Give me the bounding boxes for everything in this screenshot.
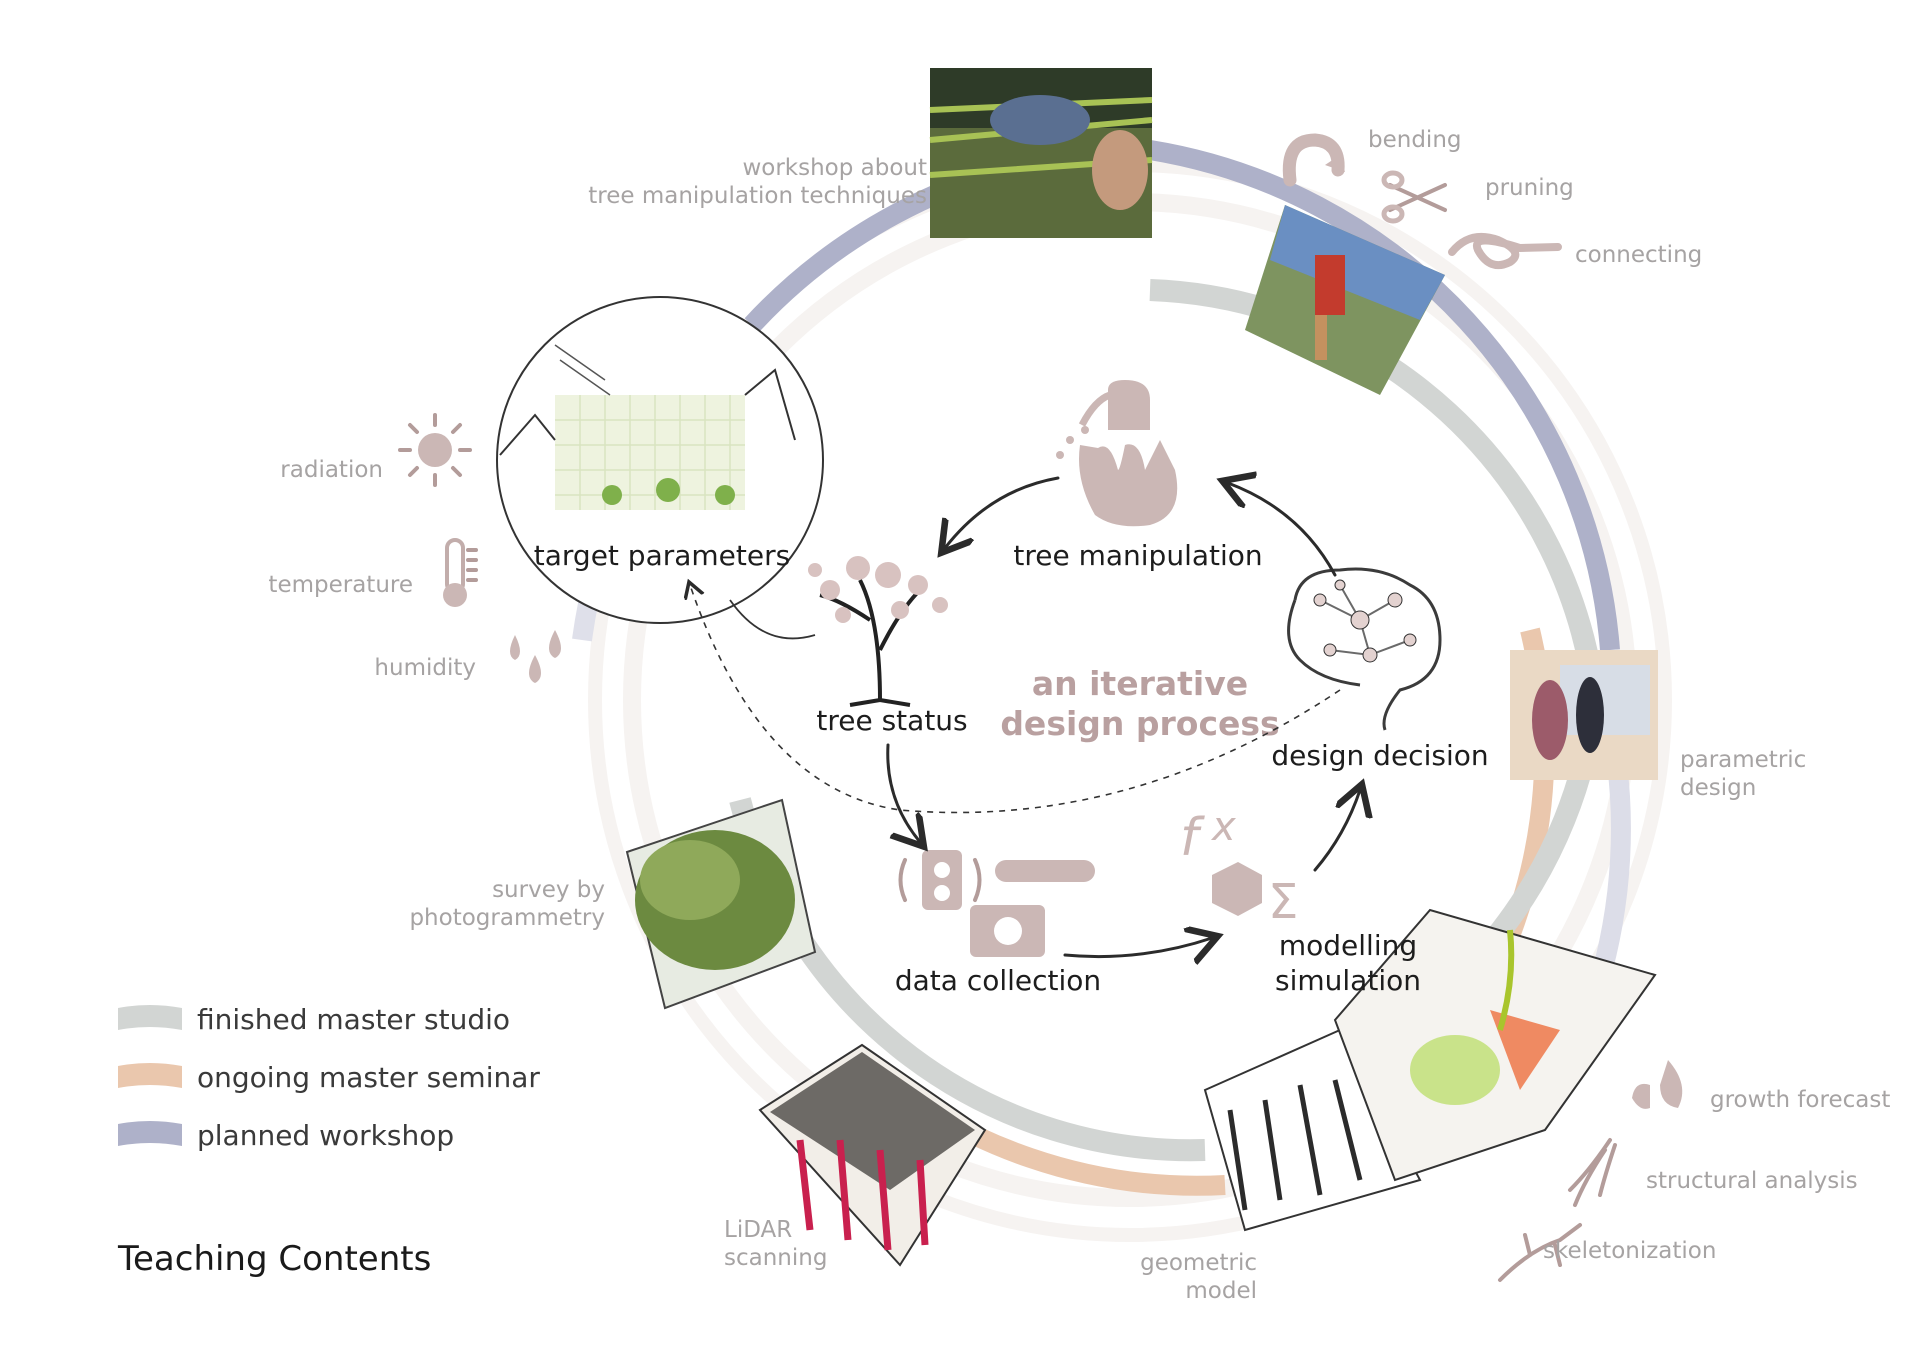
design-decision-label: design decision — [1271, 739, 1488, 772]
workshop-label-line2: tree manipulation techniques — [588, 183, 927, 209]
hands-watering-icon — [1056, 380, 1178, 527]
knot-icon — [1448, 233, 1562, 269]
fx-glyph: f — [1180, 808, 1205, 868]
legend-item-finished: finished master studio — [118, 1003, 510, 1036]
photo-lidar — [758, 1043, 987, 1267]
parametric-label-line1: parametric — [1680, 747, 1806, 773]
geometric-label-line1: geometric — [1140, 1250, 1257, 1276]
photo-workshop — [929, 68, 1153, 238]
function-cube-icon: f x Σ — [1180, 804, 1298, 930]
legend-swatch-planned — [118, 1121, 182, 1146]
arrow-collection-to-modelling — [1063, 938, 1212, 957]
legend-label-ongoing: ongoing master seminar — [197, 1061, 540, 1094]
drops-icon — [510, 630, 561, 683]
workshop-label-line1: workshop about — [742, 155, 927, 181]
branch-icon — [1498, 1223, 1582, 1282]
flame-icon — [1632, 1060, 1683, 1109]
tree-manipulation-label: tree manipulation — [1013, 539, 1262, 572]
bending-label: bending — [1368, 127, 1462, 153]
bend-arrow-icon — [1282, 133, 1345, 187]
sensors-camera-icon — [898, 850, 1095, 957]
brain-network-icon — [1287, 567, 1442, 731]
process-arrows — [690, 478, 1360, 957]
legend-swatch-ongoing — [118, 1063, 182, 1088]
target-parameters-node: target parameters — [496, 296, 824, 640]
root-icon — [1568, 1138, 1617, 1207]
legend-item-planned: planned workshop — [118, 1119, 454, 1152]
photo-survey — [625, 798, 817, 1010]
x-glyph: x — [1210, 804, 1236, 850]
arrow-status-to-collection — [886, 743, 920, 842]
legend-swatch-finished — [118, 1005, 182, 1030]
center-title-line2: design process — [1000, 704, 1279, 743]
arc-planned-right — [1148, 140, 1620, 651]
arrow-modelling-to-decision — [1313, 790, 1360, 872]
legend-title: Teaching Contents — [117, 1239, 431, 1279]
legend-label-finished: finished master studio — [197, 1003, 510, 1036]
pruning-label: pruning — [1485, 175, 1574, 201]
survey-label-line1: survey by — [492, 877, 605, 903]
survey-label-line2: photogrammetry — [409, 905, 605, 931]
scissors-icon — [1381, 170, 1447, 224]
center-title-line1: an iterative — [1032, 664, 1248, 703]
growth-forecast-label: growth forecast — [1710, 1087, 1890, 1113]
legend-label-planned: planned workshop — [197, 1119, 454, 1152]
target-parameters-label: target parameters — [534, 539, 790, 572]
skeletonization-label: skeletonization — [1543, 1238, 1716, 1264]
sigma-glyph: Σ — [1268, 874, 1298, 930]
parametric-label-line2: design — [1680, 775, 1756, 801]
tree-status-label: tree status — [816, 704, 967, 737]
radiation-label: radiation — [280, 457, 383, 483]
photo-connecting — [1245, 205, 1445, 395]
temperature-label: temperature — [268, 572, 413, 598]
parameter-grid — [555, 395, 745, 510]
arrow-decision-to-manipulation — [1228, 483, 1337, 577]
modelling-label: modelling — [1279, 929, 1417, 962]
thermometer-icon — [443, 538, 478, 607]
sun-icon — [398, 413, 472, 487]
legend-item-ongoing: ongoing master seminar — [118, 1061, 540, 1094]
simulation-label: simulation — [1275, 964, 1421, 997]
tree-icon — [808, 556, 948, 707]
connecting-label: connecting — [1575, 242, 1702, 268]
data-collection-label: data collection — [895, 964, 1101, 997]
humidity-label: humidity — [374, 655, 476, 681]
legend: finished master studio ongoing master se… — [117, 1003, 540, 1279]
lidar-label-line2: scanning — [724, 1245, 827, 1271]
arc-finished-right — [1149, 279, 1606, 702]
lidar-label-line1: LiDAR — [724, 1217, 792, 1243]
structural-analysis-label: structural analysis — [1646, 1168, 1858, 1194]
arrow-manipulation-to-status — [945, 476, 1060, 548]
geometric-label-line2: model — [1185, 1278, 1257, 1304]
photo-analysis — [1333, 908, 1657, 1182]
photo-parametric — [1510, 650, 1658, 780]
